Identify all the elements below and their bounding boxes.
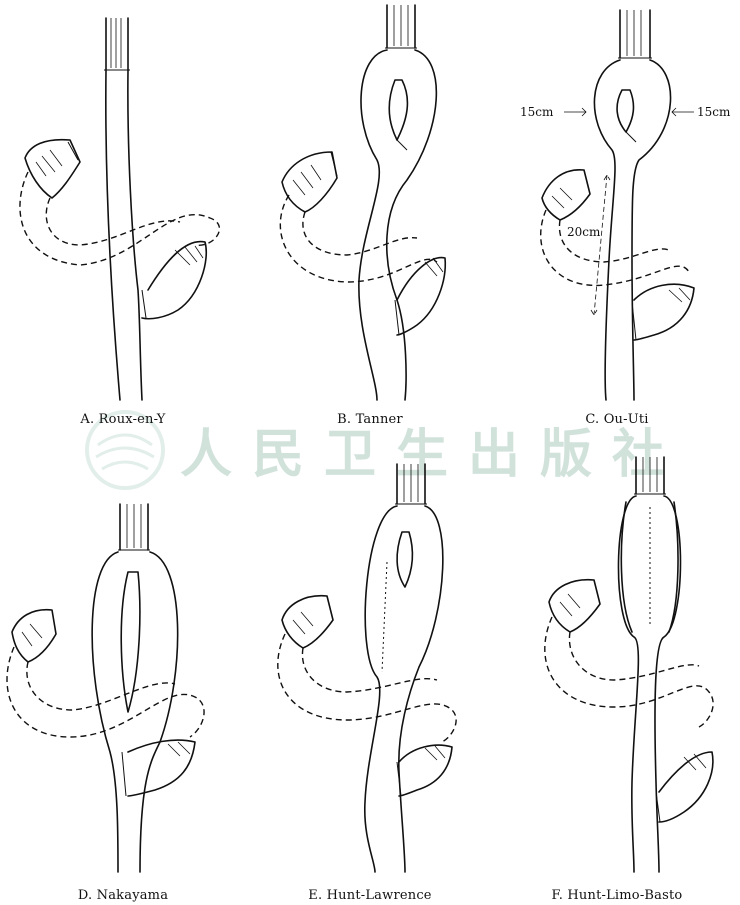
panel-c: 15cm 15cm 20cm C. Ou-Uti	[494, 0, 740, 452]
panel-b: B. Tanner	[247, 0, 493, 452]
label-left-15cm: 15cm	[520, 105, 554, 119]
caption-d: D. Nakayama	[77, 888, 169, 903]
panel-e: E. Hunt-Lawrence	[247, 452, 493, 904]
panel-f: F. Hunt-Limo-Basto	[494, 452, 740, 904]
publisher-seal-icon	[85, 410, 165, 490]
caption-b: B. Tanner	[337, 412, 403, 427]
caption-c: C. Ou-Uti	[585, 412, 649, 427]
label-right-15cm: 15cm	[697, 105, 731, 119]
diagram-hunt-limo-basto	[544, 456, 714, 873]
diagram-nakayama	[6, 503, 205, 873]
caption-f: F. Hunt-Limo-Basto	[551, 888, 683, 903]
panel-a: A. Roux-en-Y	[0, 0, 246, 452]
caption-e: E. Hunt-Lawrence	[308, 888, 432, 903]
watermark-text: 人民卫生出版社	[180, 425, 685, 485]
diagram-ou-uti: 15cm 15cm 20cm	[520, 9, 731, 401]
label-20cm: 20cm	[567, 225, 601, 239]
diagram-hunt-lawrence	[277, 463, 457, 873]
panel-d: D. Nakayama	[0, 452, 246, 904]
caption-a: A. Roux-en-Y	[80, 412, 166, 427]
diagram-roux-en-y	[19, 17, 221, 401]
diagram-tanner	[279, 4, 447, 401]
